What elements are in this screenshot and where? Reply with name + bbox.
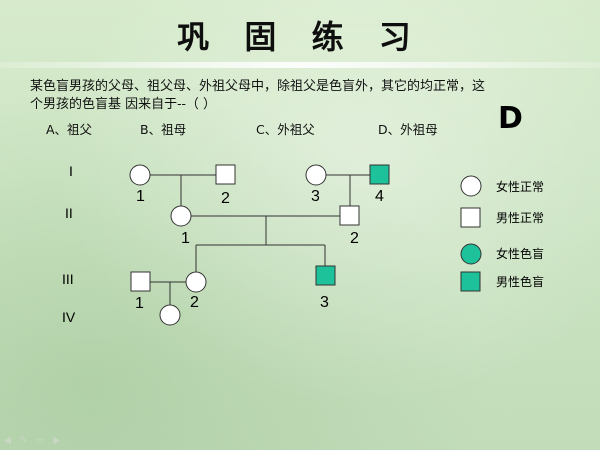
option-d[interactable]: D、外祖母: [378, 122, 438, 137]
legend-female-normal-label: 女性正常: [496, 179, 544, 194]
number-i-2: 2: [221, 190, 230, 207]
slideshow-nav-icons[interactable]: ◀ ✎ ▭ ▶: [4, 436, 64, 446]
legend-female-colorblind-label: 女性色盲: [496, 246, 544, 261]
slide-title: 巩 固 练 习: [177, 18, 423, 56]
option-b[interactable]: B、祖母: [140, 122, 187, 137]
number-ii-1: 1: [181, 230, 190, 247]
generation-label-i: I: [69, 163, 73, 179]
question-line-2: 个男孩的色盲基 因来自于--（ ）: [30, 97, 217, 112]
individual-i-3-female-normal: [305, 164, 327, 186]
number-i-1: 1: [136, 188, 145, 205]
individual-i-1-female-normal: [129, 164, 151, 186]
legend-male-normal-label: 男性正常: [496, 211, 544, 225]
legend-male-colorblind-label: 男性色盲: [496, 274, 544, 289]
individual-iii-3-male-colorblind: [315, 265, 336, 286]
generation-label-ii: II: [65, 205, 73, 221]
individual-iii-1-male-normal: [130, 271, 151, 292]
legend-male-normal-symbol: [460, 207, 481, 228]
number-i-3: 3: [311, 188, 320, 205]
question-line-1: 某色盲男孩的父母、祖父母、外祖父母中，除祖父是色盲外，其它的均正常，这: [30, 79, 486, 94]
question-text: 某色盲男孩的父母、祖父母、外祖父母中，除祖父是色盲外，其它的均正常，这 个男孩的…: [30, 78, 580, 114]
number-iii-3: 3: [320, 294, 329, 311]
generation-label-iii: III: [62, 271, 74, 287]
individual-i-2-male-normal: [215, 164, 236, 185]
option-a[interactable]: A、祖父: [46, 122, 93, 137]
number-iii-2: 2: [190, 294, 199, 311]
individual-ii-2-male-normal: [339, 205, 360, 226]
legend: 女性正常 男性正常 女性色盲 男性色盲: [460, 175, 544, 292]
option-c[interactable]: C、外祖父: [256, 122, 315, 137]
individual-iv-1-female-normal: [159, 304, 181, 326]
number-i-4: 4: [375, 188, 384, 205]
legend-female-normal-symbol: [460, 175, 482, 197]
generation-label-iv: IV: [62, 309, 76, 325]
answer-letter: D: [498, 101, 523, 136]
individual-ii-1-female-normal: [170, 205, 192, 227]
answer-options: A、祖父 B、祖母 C、外祖父 D、外祖母: [46, 119, 476, 139]
number-ii-2: 2: [350, 230, 359, 247]
title-underline-glow: [0, 62, 600, 68]
individual-iii-2-female-normal: [185, 271, 207, 293]
individual-i-4-male-colorblind: [369, 164, 390, 185]
legend-male-colorblind-symbol: [460, 271, 481, 292]
number-iii-1: 1: [135, 295, 144, 312]
pedigree-lines: [150, 174, 370, 305]
legend-female-colorblind-symbol: [460, 243, 482, 265]
